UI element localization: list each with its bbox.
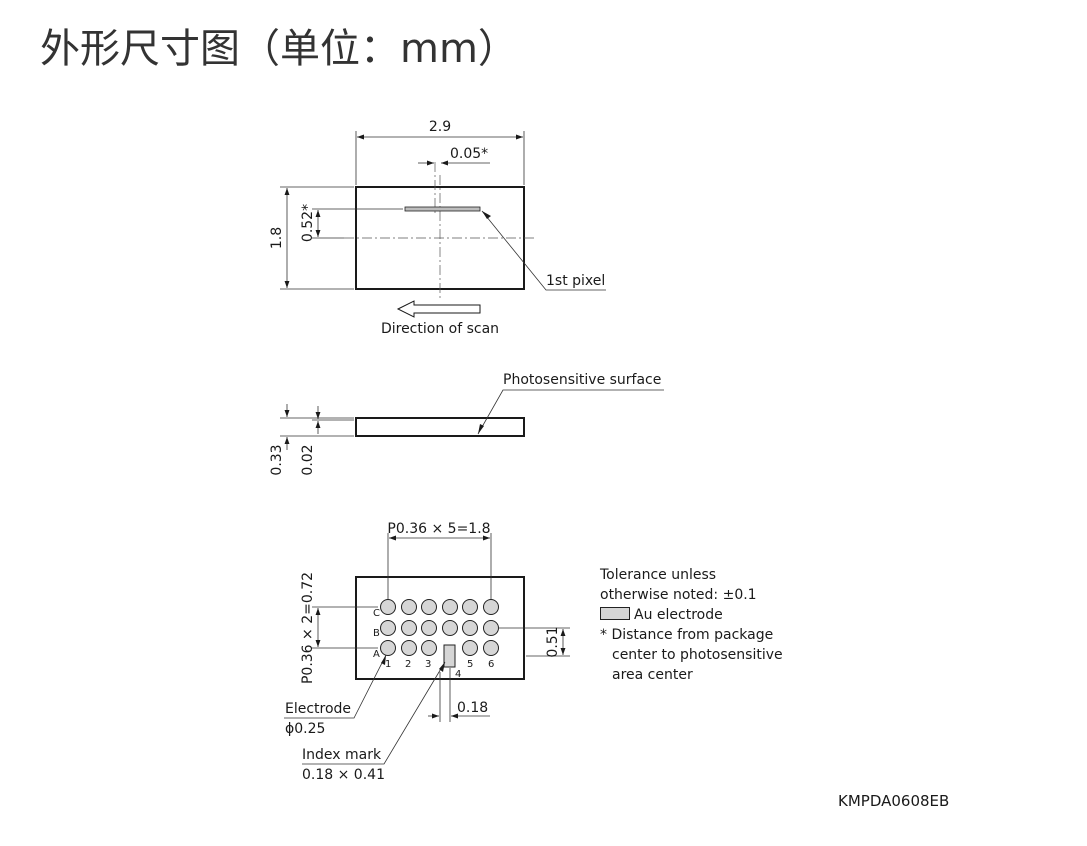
electrode-pad xyxy=(421,620,437,636)
row-label-a: A xyxy=(373,649,380,660)
package-outline-side xyxy=(355,417,525,437)
electrode-pad xyxy=(421,599,437,615)
leader-arrowhead xyxy=(381,655,386,665)
first-pixel-leader xyxy=(481,210,606,291)
electrode-pad xyxy=(421,640,437,656)
electrode-size: ϕ0.25 xyxy=(285,721,325,737)
page-title: 外形尺寸图（单位：mm） xyxy=(40,26,518,72)
column-label-6: 6 xyxy=(488,659,494,670)
scan-direction-arrow-icon xyxy=(396,300,481,318)
index-mark-label: Index mark xyxy=(302,747,382,763)
leader-arrowhead xyxy=(478,424,484,434)
electrode-pad xyxy=(483,640,499,656)
notes-block: Tolerance unless otherwise noted: ±0.1 A… xyxy=(600,565,783,685)
electrode-label: Electrode xyxy=(285,701,351,717)
au-electrode-label: Au electrode xyxy=(634,607,723,623)
offset-x-dimension: 0.05* xyxy=(450,146,488,162)
column-label-5: 5 xyxy=(467,659,473,670)
drawing-code: KMPDA0608EB xyxy=(838,792,950,810)
surface-depth-dimension: 0.02 xyxy=(300,444,316,475)
electrode-pad xyxy=(401,599,417,615)
pad-grid xyxy=(380,599,499,668)
electrode-pad xyxy=(401,620,417,636)
surface-leader xyxy=(477,389,664,435)
thickness-dimension: 0.33 xyxy=(269,444,285,475)
au-electrode-legend: Au electrode xyxy=(600,605,783,625)
column-label-3: 3 xyxy=(425,659,431,670)
index-mark xyxy=(443,644,456,668)
column-label-4: 4 xyxy=(455,669,461,680)
electrode-pad xyxy=(462,640,478,656)
index-mark-leader xyxy=(302,661,446,765)
bottom-view: P0.36 × 5=1.8 P0.36 × 2=0.72 xyxy=(284,521,570,783)
pitch-y-dimension: P0.36 × 2=0.72 xyxy=(300,572,316,684)
pad-offset-dimension: 0.51 xyxy=(545,626,561,657)
leader-arrowhead xyxy=(482,211,491,219)
electrode-pad xyxy=(380,640,396,656)
top-view: 2.9 0.05* 1.8 0.52* 1st pixel Direction … xyxy=(269,119,606,337)
electrode-pad xyxy=(442,620,458,636)
electrode-pad xyxy=(380,620,396,636)
au-electrode-swatch xyxy=(600,607,630,620)
height-dimension: 1.8 xyxy=(269,227,285,249)
distance-note-line-2: center to photosensitive xyxy=(612,647,783,663)
column-label-2: 2 xyxy=(405,659,411,670)
scan-direction-label: Direction of scan xyxy=(381,321,499,337)
column-label-1: 1 xyxy=(385,659,391,670)
electrode-pad xyxy=(462,599,478,615)
pitch-x-dimension: P0.36 × 5=1.8 xyxy=(387,521,490,537)
electrode-pad xyxy=(483,599,499,615)
distance-note-line-1: * Distance from package xyxy=(600,627,774,643)
offset-y-dimension: 0.52* xyxy=(300,204,316,242)
electrode-leader xyxy=(284,654,387,719)
electrode-pad xyxy=(442,599,458,615)
electrode-pad xyxy=(462,620,478,636)
tolerance-note-line-1: Tolerance unless xyxy=(600,567,717,583)
index-mark-size: 0.18 × 0.41 xyxy=(302,767,385,783)
tolerance-note-line-2: otherwise noted: ±0.1 xyxy=(600,587,757,603)
electrode-pad xyxy=(401,640,417,656)
side-view: Photosensitive surface 0.33 0.02 xyxy=(269,372,664,476)
electrode-pad xyxy=(483,620,499,636)
row-label-c: C xyxy=(373,608,380,619)
first-pixel-label: 1st pixel xyxy=(546,273,605,289)
electrode-pad xyxy=(380,599,396,615)
width-dimension: 2.9 xyxy=(429,119,451,135)
row-label-b: B xyxy=(373,628,380,639)
index-offset-dimension: 0.18 xyxy=(457,700,488,716)
photosensitive-area xyxy=(404,206,481,212)
distance-note-line-3: area center xyxy=(612,667,693,683)
leader-arrowhead xyxy=(439,662,445,672)
photosensitive-surface-label: Photosensitive surface xyxy=(503,372,661,388)
